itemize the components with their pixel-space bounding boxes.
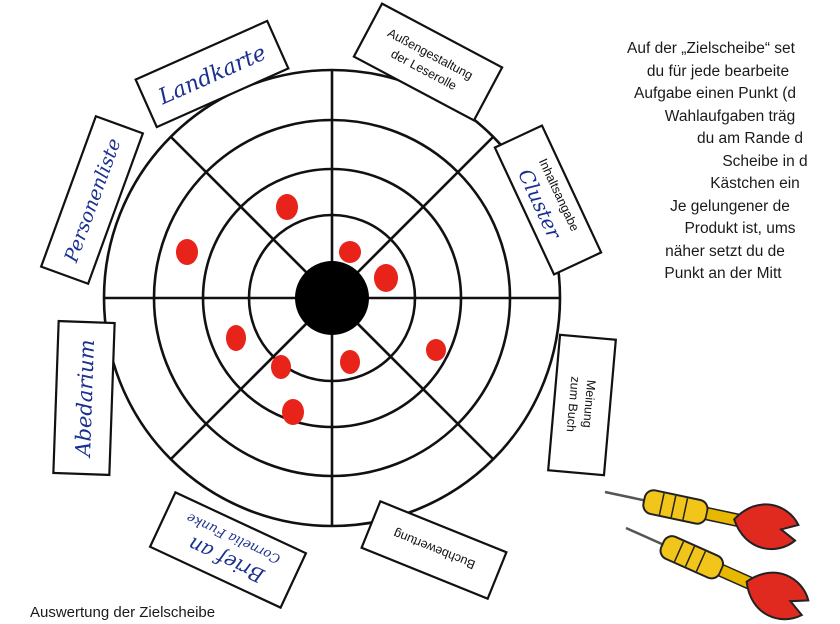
instruction-line: Auf der „Zielscheibe“ set: [542, 38, 840, 61]
task-box-landkarte: Landkarte: [136, 21, 289, 127]
instruction-line: du am Rande d: [620, 128, 840, 151]
instruction-line: Aufgabe einen Punkt (d: [550, 83, 840, 106]
task-box-aussengestaltung: Außengestaltung der Leserolle: [354, 4, 502, 121]
hit-mark: [176, 239, 198, 265]
hit-mark: [226, 325, 246, 351]
bullseye: [295, 261, 369, 335]
hit-mark: [339, 241, 361, 263]
hit-mark: [282, 399, 304, 425]
instruction-line: Produkt ist, ums: [600, 218, 840, 241]
instruction-line: du für jede bearbeite: [556, 61, 840, 84]
instruction-line: Scheibe in d: [650, 151, 840, 174]
instruction-line: Wahlaufgaben träg: [580, 106, 840, 129]
dart-flight: [730, 498, 802, 554]
hit-mark: [340, 350, 360, 374]
task-box-brief: Brief an Cornelia Funke: [150, 492, 306, 607]
task-box-frame: [548, 335, 616, 475]
dart-tip: [626, 528, 664, 545]
task-box-meinung: Meinung zum Buch: [548, 335, 616, 475]
instruction-line: Punkt an der Mitt: [566, 263, 840, 286]
instruction-line: Kästchen ein: [630, 173, 840, 196]
hit-mark: [271, 355, 291, 379]
task-box-abedarium: Abedarium: [53, 321, 114, 475]
task-box-personenliste: Personenliste: [41, 116, 143, 283]
task-box-handwritten-label: Abedarium: [71, 339, 99, 459]
dart-tip: [605, 492, 646, 501]
hit-mark: [276, 194, 298, 220]
hit-mark: [426, 339, 446, 361]
dart-flight: [738, 562, 814, 624]
footer-partial-text: Auswertung der Zielscheibe: [30, 604, 215, 621]
instruction-line: Je gelungener de: [580, 196, 840, 219]
dart-barrel: [642, 489, 710, 526]
instruction-text: Auf der „Zielscheibe“ set du für jede be…: [560, 38, 840, 286]
instruction-line: näher setzt du de: [570, 241, 840, 264]
dart-1: [600, 470, 801, 554]
dart-barrel: [658, 533, 726, 581]
task-box-frame: [354, 4, 502, 121]
task-box-buchbewertung: Buchbewertung: [362, 501, 507, 598]
